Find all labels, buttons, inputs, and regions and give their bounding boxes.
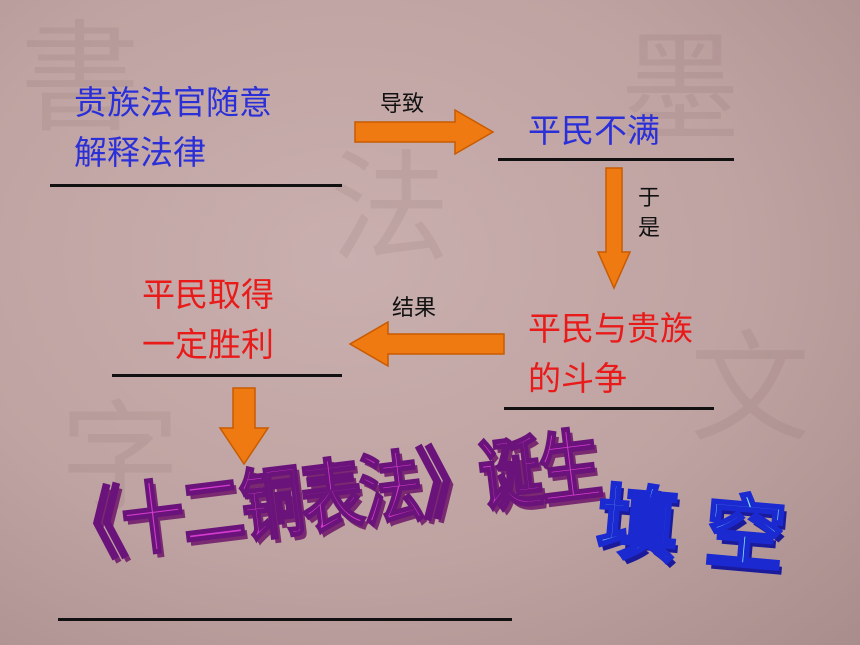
noble-judges-text-line2: 解释法律 — [74, 133, 206, 172]
blank-line — [58, 618, 512, 621]
background-calligraphy: 字 — [60, 390, 180, 529]
arrow-label-so-2: 是 — [638, 216, 661, 241]
victory-text-line1: 平民取得 — [142, 275, 274, 314]
blank-line — [112, 374, 342, 377]
down-arrow-icon — [218, 387, 270, 466]
background-calligraphy: 文 — [690, 320, 810, 459]
victory-text-line2: 一定胜利 — [142, 325, 274, 364]
arrow-label-lead-to: 导致 — [380, 92, 425, 117]
blank-line — [504, 407, 714, 410]
background-calligraphy: 墨 — [620, 20, 740, 159]
left-arrow-icon — [348, 320, 505, 368]
noble-judges-text-line1: 贵族法官随意 — [74, 83, 272, 122]
right-arrow-icon — [354, 108, 495, 156]
struggle-text-line2: 的斗争 — [528, 359, 627, 398]
blank-line — [50, 184, 342, 187]
arrow-label-so: 于 — [638, 186, 661, 211]
fill-blank-wordart: 填空 — [592, 473, 818, 587]
blank-line — [498, 158, 734, 161]
background-calligraphy: 書 — [20, 10, 140, 149]
commoners-discontent-text: 平民不满 — [528, 111, 660, 150]
struggle-text-line1: 平民与贵族 — [528, 309, 693, 348]
down-arrow-icon — [596, 167, 632, 290]
background-calligraphy: 法 — [330, 140, 450, 279]
arrow-label-result: 结果 — [392, 296, 437, 321]
